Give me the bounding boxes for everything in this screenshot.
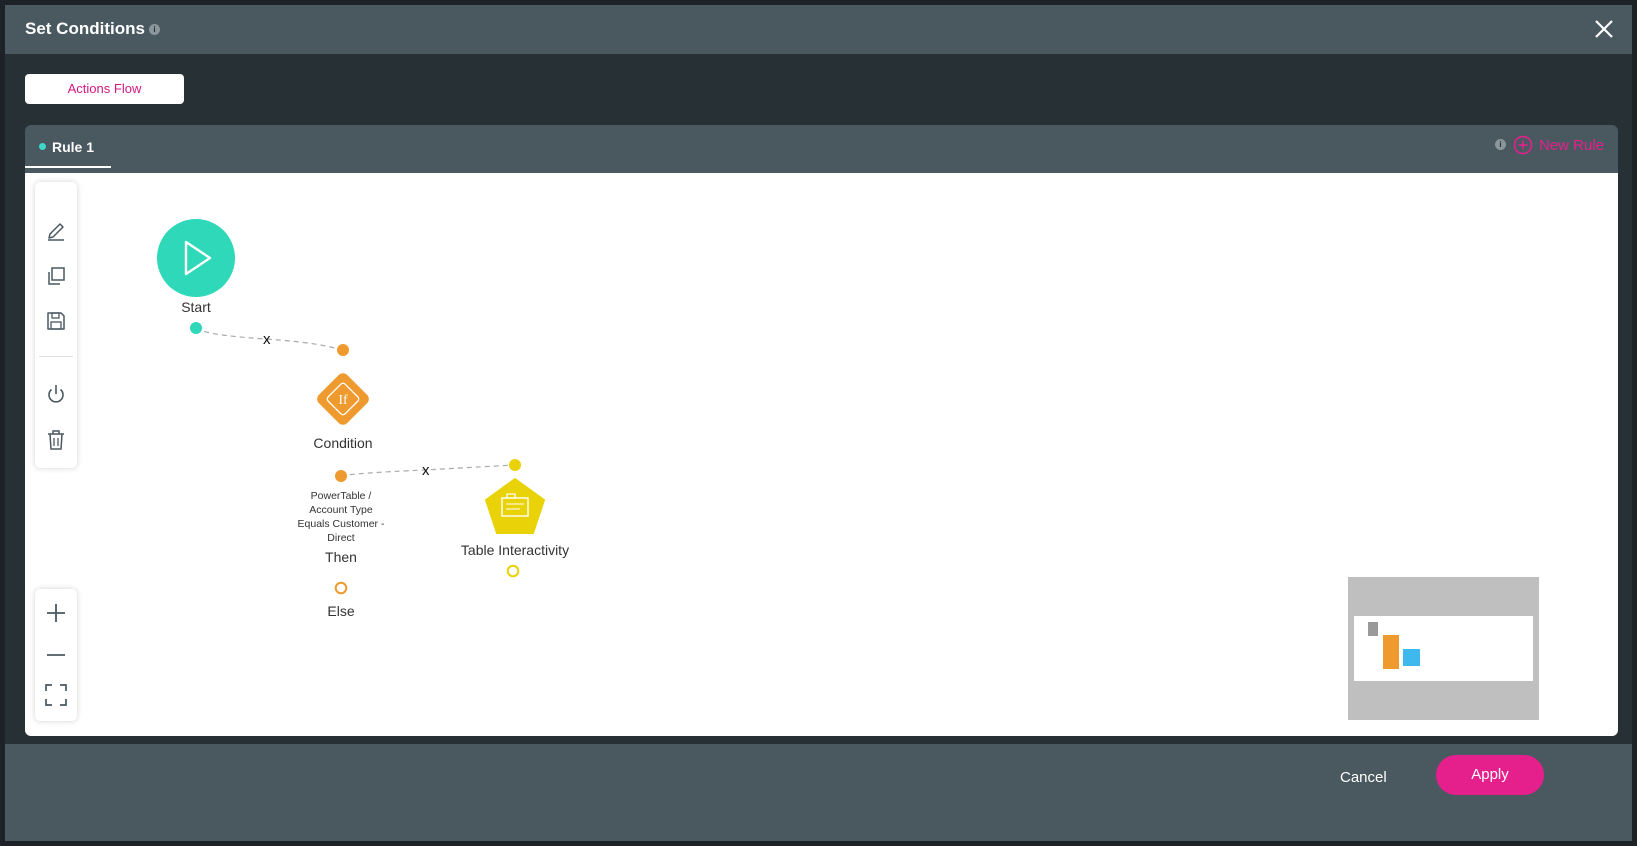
else-label: Else — [327, 603, 355, 619]
action-label: Table Interactivity — [460, 542, 570, 558]
condition-node[interactable]: If — [311, 367, 375, 431]
rule-panel: Rule 1 i New Rule x x Start — [25, 125, 1618, 736]
remove-edge-button[interactable]: x — [422, 462, 430, 479]
info-icon[interactable]: i — [1495, 139, 1506, 150]
apply-button[interactable]: Apply — [1436, 755, 1544, 795]
trash-icon[interactable] — [44, 428, 68, 452]
new-rule-label: New Rule — [1539, 136, 1605, 154]
remove-edge-button[interactable]: x — [263, 331, 271, 348]
tab-rule-1[interactable]: Rule 1 — [25, 125, 111, 168]
minimap-action-node — [1403, 649, 1420, 666]
dialog-title-text: Set Conditions — [25, 19, 145, 38]
zoom-in-icon[interactable] — [44, 601, 68, 625]
plus-circle-icon — [1513, 135, 1533, 155]
edge-start-condition — [195, 327, 344, 352]
fit-screen-icon[interactable] — [44, 683, 68, 707]
new-rule-button[interactable]: New Rule — [1513, 135, 1604, 155]
zoom-out-icon[interactable] — [44, 643, 68, 667]
action-output-port[interactable] — [506, 564, 520, 578]
condition-if-symbol: If — [338, 393, 348, 408]
play-icon — [184, 240, 212, 276]
rule-tab-label: Rule 1 — [52, 139, 95, 155]
minimap-condition-node — [1383, 635, 1399, 669]
flow-canvas[interactable]: x x Start If Condition — [25, 173, 1618, 736]
tab-actions-flow[interactable]: Actions Flow — [25, 74, 184, 104]
minimap-start-node — [1368, 622, 1378, 636]
rule-status-dot — [39, 142, 46, 150]
start-output-port[interactable] — [189, 321, 203, 335]
condition-input-port[interactable] — [336, 343, 350, 357]
start-node[interactable] — [156, 218, 236, 298]
condition-else-port[interactable] — [334, 581, 348, 595]
start-label: Start — [181, 299, 211, 315]
dialog-footer: Cancel Apply — [5, 744, 1632, 841]
action-input-port[interactable] — [508, 458, 522, 472]
toolbar-divider — [39, 356, 73, 357]
pencil-icon[interactable] — [44, 218, 68, 242]
then-label: Then — [325, 549, 357, 565]
table-interactivity-node[interactable] — [483, 476, 547, 536]
flow-connections — [195, 327, 515, 477]
minimap-viewport — [1354, 616, 1533, 681]
condition-label: Condition — [313, 435, 373, 451]
power-icon[interactable] — [44, 382, 68, 406]
zoom-controls — [35, 589, 77, 721]
cancel-button[interactable]: Cancel — [1340, 769, 1387, 786]
info-icon[interactable]: i — [148, 24, 160, 36]
condition-expression: PowerTable / Account Type Equals Custome… — [297, 490, 385, 544]
save-icon[interactable] — [44, 309, 68, 333]
copy-icon[interactable] — [44, 264, 68, 288]
canvas-toolbar — [35, 182, 77, 468]
minimap[interactable] — [1348, 577, 1539, 720]
edge-then-action — [340, 464, 515, 477]
condition-then-port[interactable] — [334, 469, 348, 483]
close-icon[interactable] — [1588, 13, 1620, 45]
